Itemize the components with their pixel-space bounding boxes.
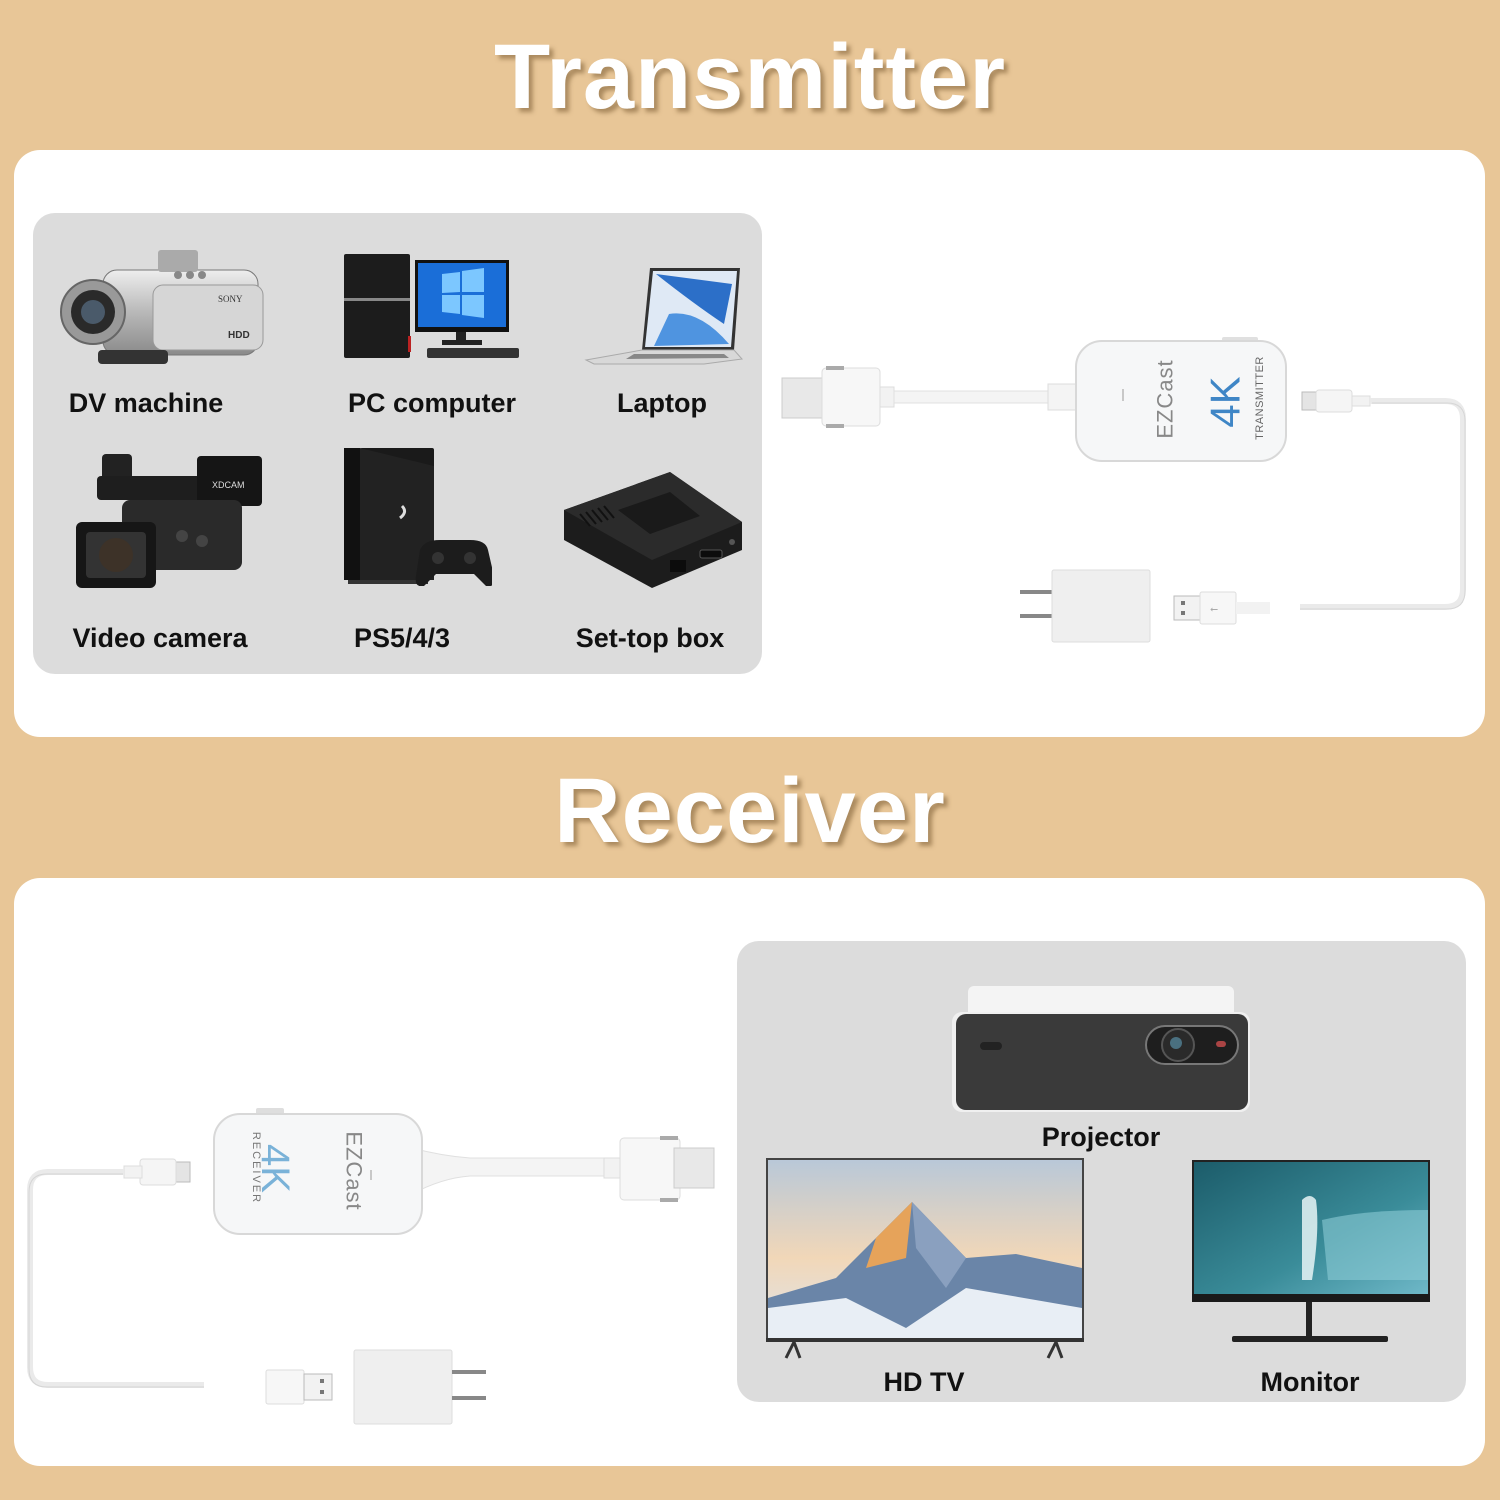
device-label-video-camera: Video camera — [72, 623, 248, 653]
usb-c-cable — [1300, 385, 1470, 615]
device-label-hd-tv: HD TV — [883, 1367, 965, 1397]
laptop-icon — [584, 264, 744, 369]
power-adapter-icon — [352, 1348, 492, 1428]
receiver-dongle — [212, 1108, 732, 1238]
pro-video-camera-icon: XDCAM — [72, 446, 262, 596]
device-label-laptop: Laptop — [617, 388, 707, 418]
device-label-projector: Projector — [1041, 1122, 1161, 1152]
transmitter-4k-badge: 4K — [1201, 376, 1249, 428]
transmitter-title: Transmitter — [493, 26, 1007, 128]
device-label-dv-machine: DV machine — [68, 388, 224, 418]
set-top-box-icon — [560, 470, 745, 590]
usb-a-plug-icon: ⭠ — [1172, 590, 1272, 626]
projector-icon — [950, 984, 1252, 1114]
power-adapter-icon — [1018, 568, 1153, 644]
monitor-icon — [1192, 1160, 1432, 1356]
svg-text:XDCAM: XDCAM — [212, 480, 245, 490]
device-label-ps: PS5/4/3 — [353, 623, 451, 653]
desktop-pc-icon — [342, 252, 522, 362]
usb-c-cable — [24, 1155, 204, 1395]
transmitter-type-label: TRANSMITTER — [1253, 356, 1266, 440]
device-label-set-top-box: Set-top box — [575, 623, 725, 653]
game-console-icon — [342, 446, 492, 586]
transmitter-brand: EZCast — [1152, 359, 1178, 439]
svg-text:⭠: ⭠ — [1210, 604, 1218, 615]
receiver-brand: EZCast — [341, 1131, 367, 1211]
receiver-title: Receiver — [554, 760, 946, 862]
camcorder-icon: SONY HDD — [58, 240, 268, 370]
receiver-type-label: RECEIVER — [250, 1131, 263, 1205]
device-label-pc-computer: PC computer — [347, 388, 517, 418]
tv-icon — [766, 1158, 1086, 1360]
transmitter-dongle — [1074, 337, 1289, 463]
device-label-monitor: Monitor — [1260, 1367, 1360, 1397]
svg-text:HDD: HDD — [228, 330, 250, 341]
usb-a-plug-icon — [264, 1368, 344, 1408]
svg-text:SONY: SONY — [218, 294, 243, 304]
hdmi-plug-icon — [780, 362, 1080, 432]
